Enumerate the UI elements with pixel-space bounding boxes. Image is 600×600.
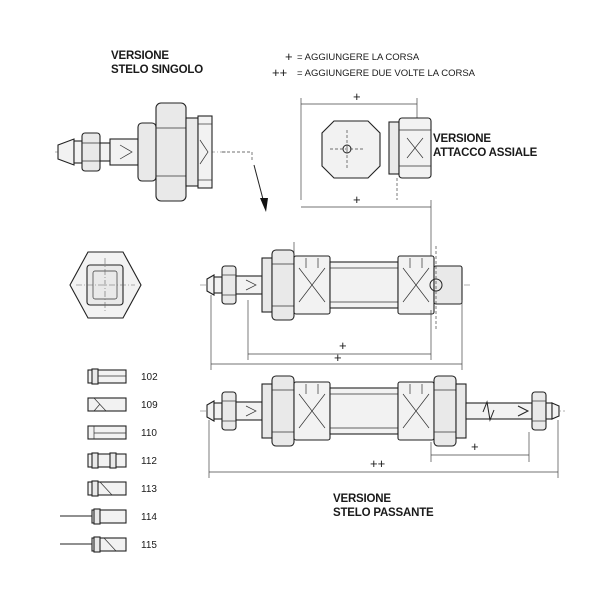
single-rod-label-line1: VERSIONE xyxy=(111,50,169,62)
single-rod-label-line2: STELO SINGOLO xyxy=(111,64,203,76)
variant-code-114: 114 xyxy=(141,512,157,523)
variant-code-109: 109 xyxy=(141,400,158,411)
axial-label-line1: VERSIONE xyxy=(433,133,491,145)
axial-detail: + + xyxy=(300,89,432,270)
variant-code-102: 102 xyxy=(141,372,158,383)
variant-code-112: 112 xyxy=(141,456,157,467)
variant-110: 110 xyxy=(87,425,157,440)
variant-code-113: 113 xyxy=(141,484,157,495)
variant-112: 112 xyxy=(87,452,157,469)
dim-main-lower: + xyxy=(339,338,347,353)
through-rod-label-line1: VERSIONE xyxy=(333,493,391,505)
variant-115: 115 xyxy=(60,536,157,553)
legend-double-symbol: ++ xyxy=(272,65,287,80)
variant-code-110: 110 xyxy=(141,428,157,439)
through-rod-label-line2: STELO PASSANTE xyxy=(333,507,434,519)
variant-list: 102 109 110 112 113 11 xyxy=(60,368,158,553)
section-arrow xyxy=(253,164,268,212)
legend-single-symbol: + xyxy=(285,49,293,64)
cylinder-single-rod: + + xyxy=(200,242,470,370)
variant-code-115: 115 xyxy=(141,540,157,551)
variant-102: 102 xyxy=(87,368,158,385)
variant-113: 113 xyxy=(87,480,157,497)
dim-axial-mid: + xyxy=(353,192,361,207)
dim-through-overall: ++ xyxy=(370,456,385,471)
cylinder-through-rod: + ++ xyxy=(200,375,565,478)
legend-single-text: = AGGIUNGERE LA CORSA xyxy=(297,52,420,63)
hex-end-view xyxy=(69,251,142,319)
variant-109: 109 xyxy=(87,397,158,412)
variant-114: 114 xyxy=(60,508,157,525)
dim-axial-top: + xyxy=(353,89,361,104)
dim-main-overall: + xyxy=(334,350,342,365)
legend: + = AGGIUNGERE LA CORSA ++ = AGGIUNGERE … xyxy=(272,49,476,80)
legend-double-text: = AGGIUNGERE DUE VOLTE LA CORSA xyxy=(297,68,476,79)
single-rod-detail xyxy=(55,102,253,202)
dim-through-right: + xyxy=(471,439,479,454)
axial-label-line2: ATTACCO ASSIALE xyxy=(433,147,538,159)
